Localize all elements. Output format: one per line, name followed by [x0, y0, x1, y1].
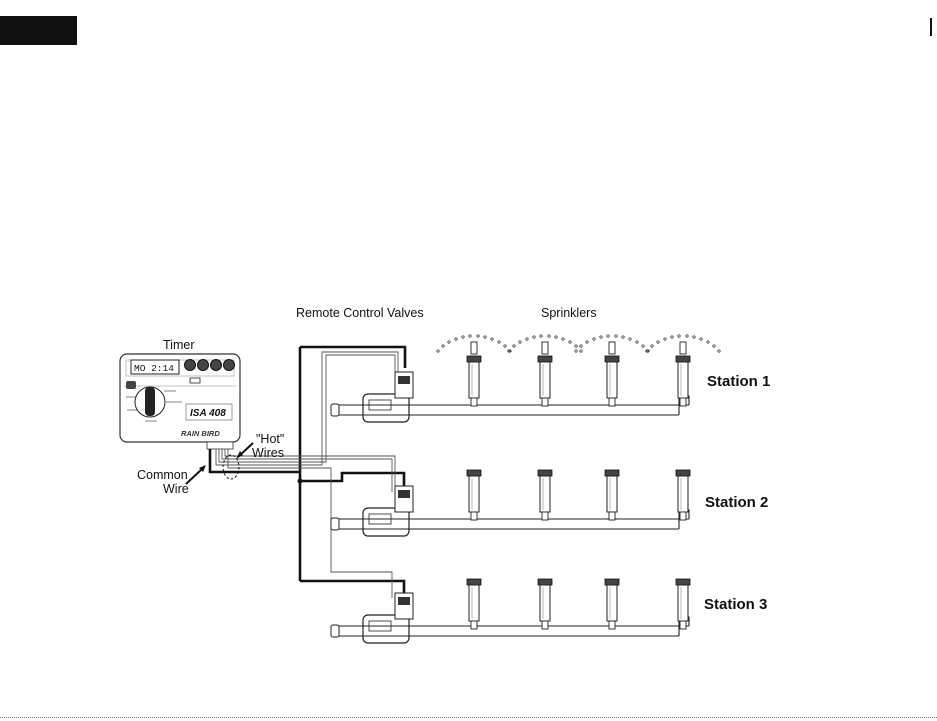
hot-wires-label-line1: "Hot" — [256, 432, 284, 446]
timer-unit: MO 2:14 ISA 408 RAIN BIRD — [120, 354, 240, 449]
station-2-sprinkler-2 — [538, 470, 552, 520]
sprinklers-label: Sprinklers — [541, 306, 597, 320]
timer-brand-text: RAIN BIRD — [181, 429, 220, 438]
station-3-zone — [331, 579, 690, 643]
station-1-label: Station 1 — [707, 375, 770, 389]
timer-model-text: ISA 408 — [190, 408, 226, 419]
station-1-sprinkler-2 — [508, 335, 582, 406]
wire-junction — [298, 479, 303, 484]
station-2-sprinkler-3 — [605, 470, 619, 520]
station-2-label: Station 2 — [705, 496, 768, 510]
timer-display-text: MO 2:14 — [134, 363, 174, 374]
timer-label: Timer — [163, 338, 194, 352]
station-3-sprinkler-3 — [605, 579, 619, 629]
station-1-sprinkler-4 — [646, 335, 720, 406]
station-1-sprinkler-1 — [437, 335, 511, 406]
station-3-sprinkler-1 — [467, 579, 481, 629]
hot-wires — [216, 352, 398, 598]
station-1-sprinkler-3 — [575, 335, 649, 406]
station-3-sprinkler-4 — [676, 579, 690, 629]
station-3-sprinkler-2 — [538, 579, 552, 629]
common-wire-label-line2: Wire — [163, 482, 189, 496]
common-wire-label-line1: Common — [137, 468, 188, 482]
station-2-sprinkler-1 — [467, 470, 481, 520]
station-3-label: Station 3 — [704, 598, 767, 612]
station-2-sprinkler-4 — [676, 470, 690, 520]
hot-wires-label-line2: Wires — [252, 446, 284, 460]
station-2-zone — [331, 470, 690, 536]
remote-control-valves-label: Remote Control Valves — [296, 306, 424, 320]
